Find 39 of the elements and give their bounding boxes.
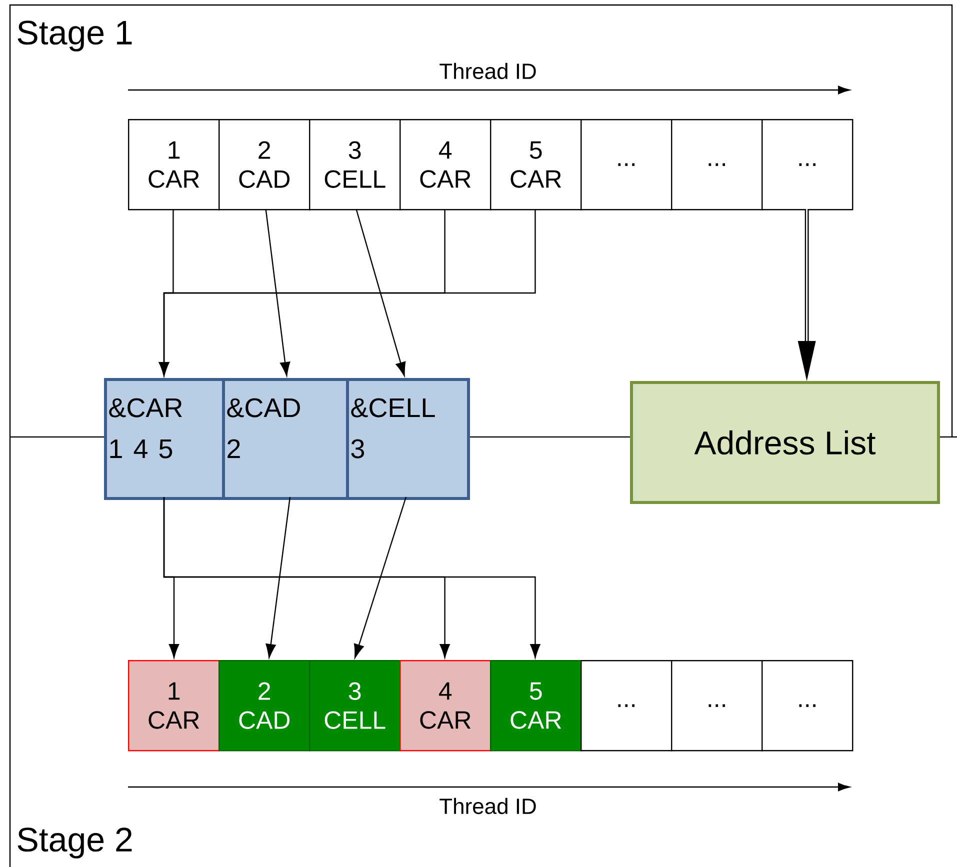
arrow <box>158 209 536 376</box>
array-cell: 5 CAR <box>490 660 582 752</box>
array-cell: ... <box>580 660 672 752</box>
array-cell: ... <box>762 119 854 210</box>
node-label: &CAR <box>109 398 182 418</box>
array-cell: 3 CELL <box>309 660 401 752</box>
array-cell: 1 CAR <box>128 660 220 752</box>
array-cell: ... <box>671 660 763 752</box>
arrow <box>354 496 407 658</box>
axis-label: Thread ID <box>440 798 536 814</box>
array-cell: ... <box>762 660 854 752</box>
arrow <box>356 208 406 376</box>
array-cell: 5 CAR <box>490 119 582 210</box>
arrow <box>163 497 540 658</box>
node-label: &CELL <box>351 398 435 418</box>
array-cell: 3 CELL <box>309 119 401 210</box>
arrow <box>266 496 291 658</box>
array-cell: 1 CAR <box>128 119 220 210</box>
array-cell: ... <box>671 119 763 210</box>
node-label: 2 <box>228 439 240 458</box>
stage-label: Stage 1 <box>18 20 132 52</box>
array-cell: 2 CAD <box>218 660 310 752</box>
node-label: 4 <box>134 439 148 458</box>
array-cell: 4 CAR <box>400 119 492 210</box>
array-cell: 2 CAD <box>218 119 310 210</box>
stage-label: Stage 2 <box>18 828 132 858</box>
array-cell: ... <box>580 119 672 210</box>
arrow <box>265 208 290 376</box>
arrow <box>798 209 816 381</box>
node-label: &CAD <box>227 398 300 418</box>
array-cell: 4 CAR <box>400 660 492 752</box>
address-list-box: Address List <box>630 381 940 504</box>
node-label: 5 <box>159 439 172 458</box>
address-cell <box>346 378 470 500</box>
axis-label: Thread ID <box>440 62 536 80</box>
address-cell <box>104 378 225 500</box>
address-cell <box>222 378 349 500</box>
node-label: 3 <box>351 439 364 458</box>
node-label: 1 <box>110 439 122 458</box>
